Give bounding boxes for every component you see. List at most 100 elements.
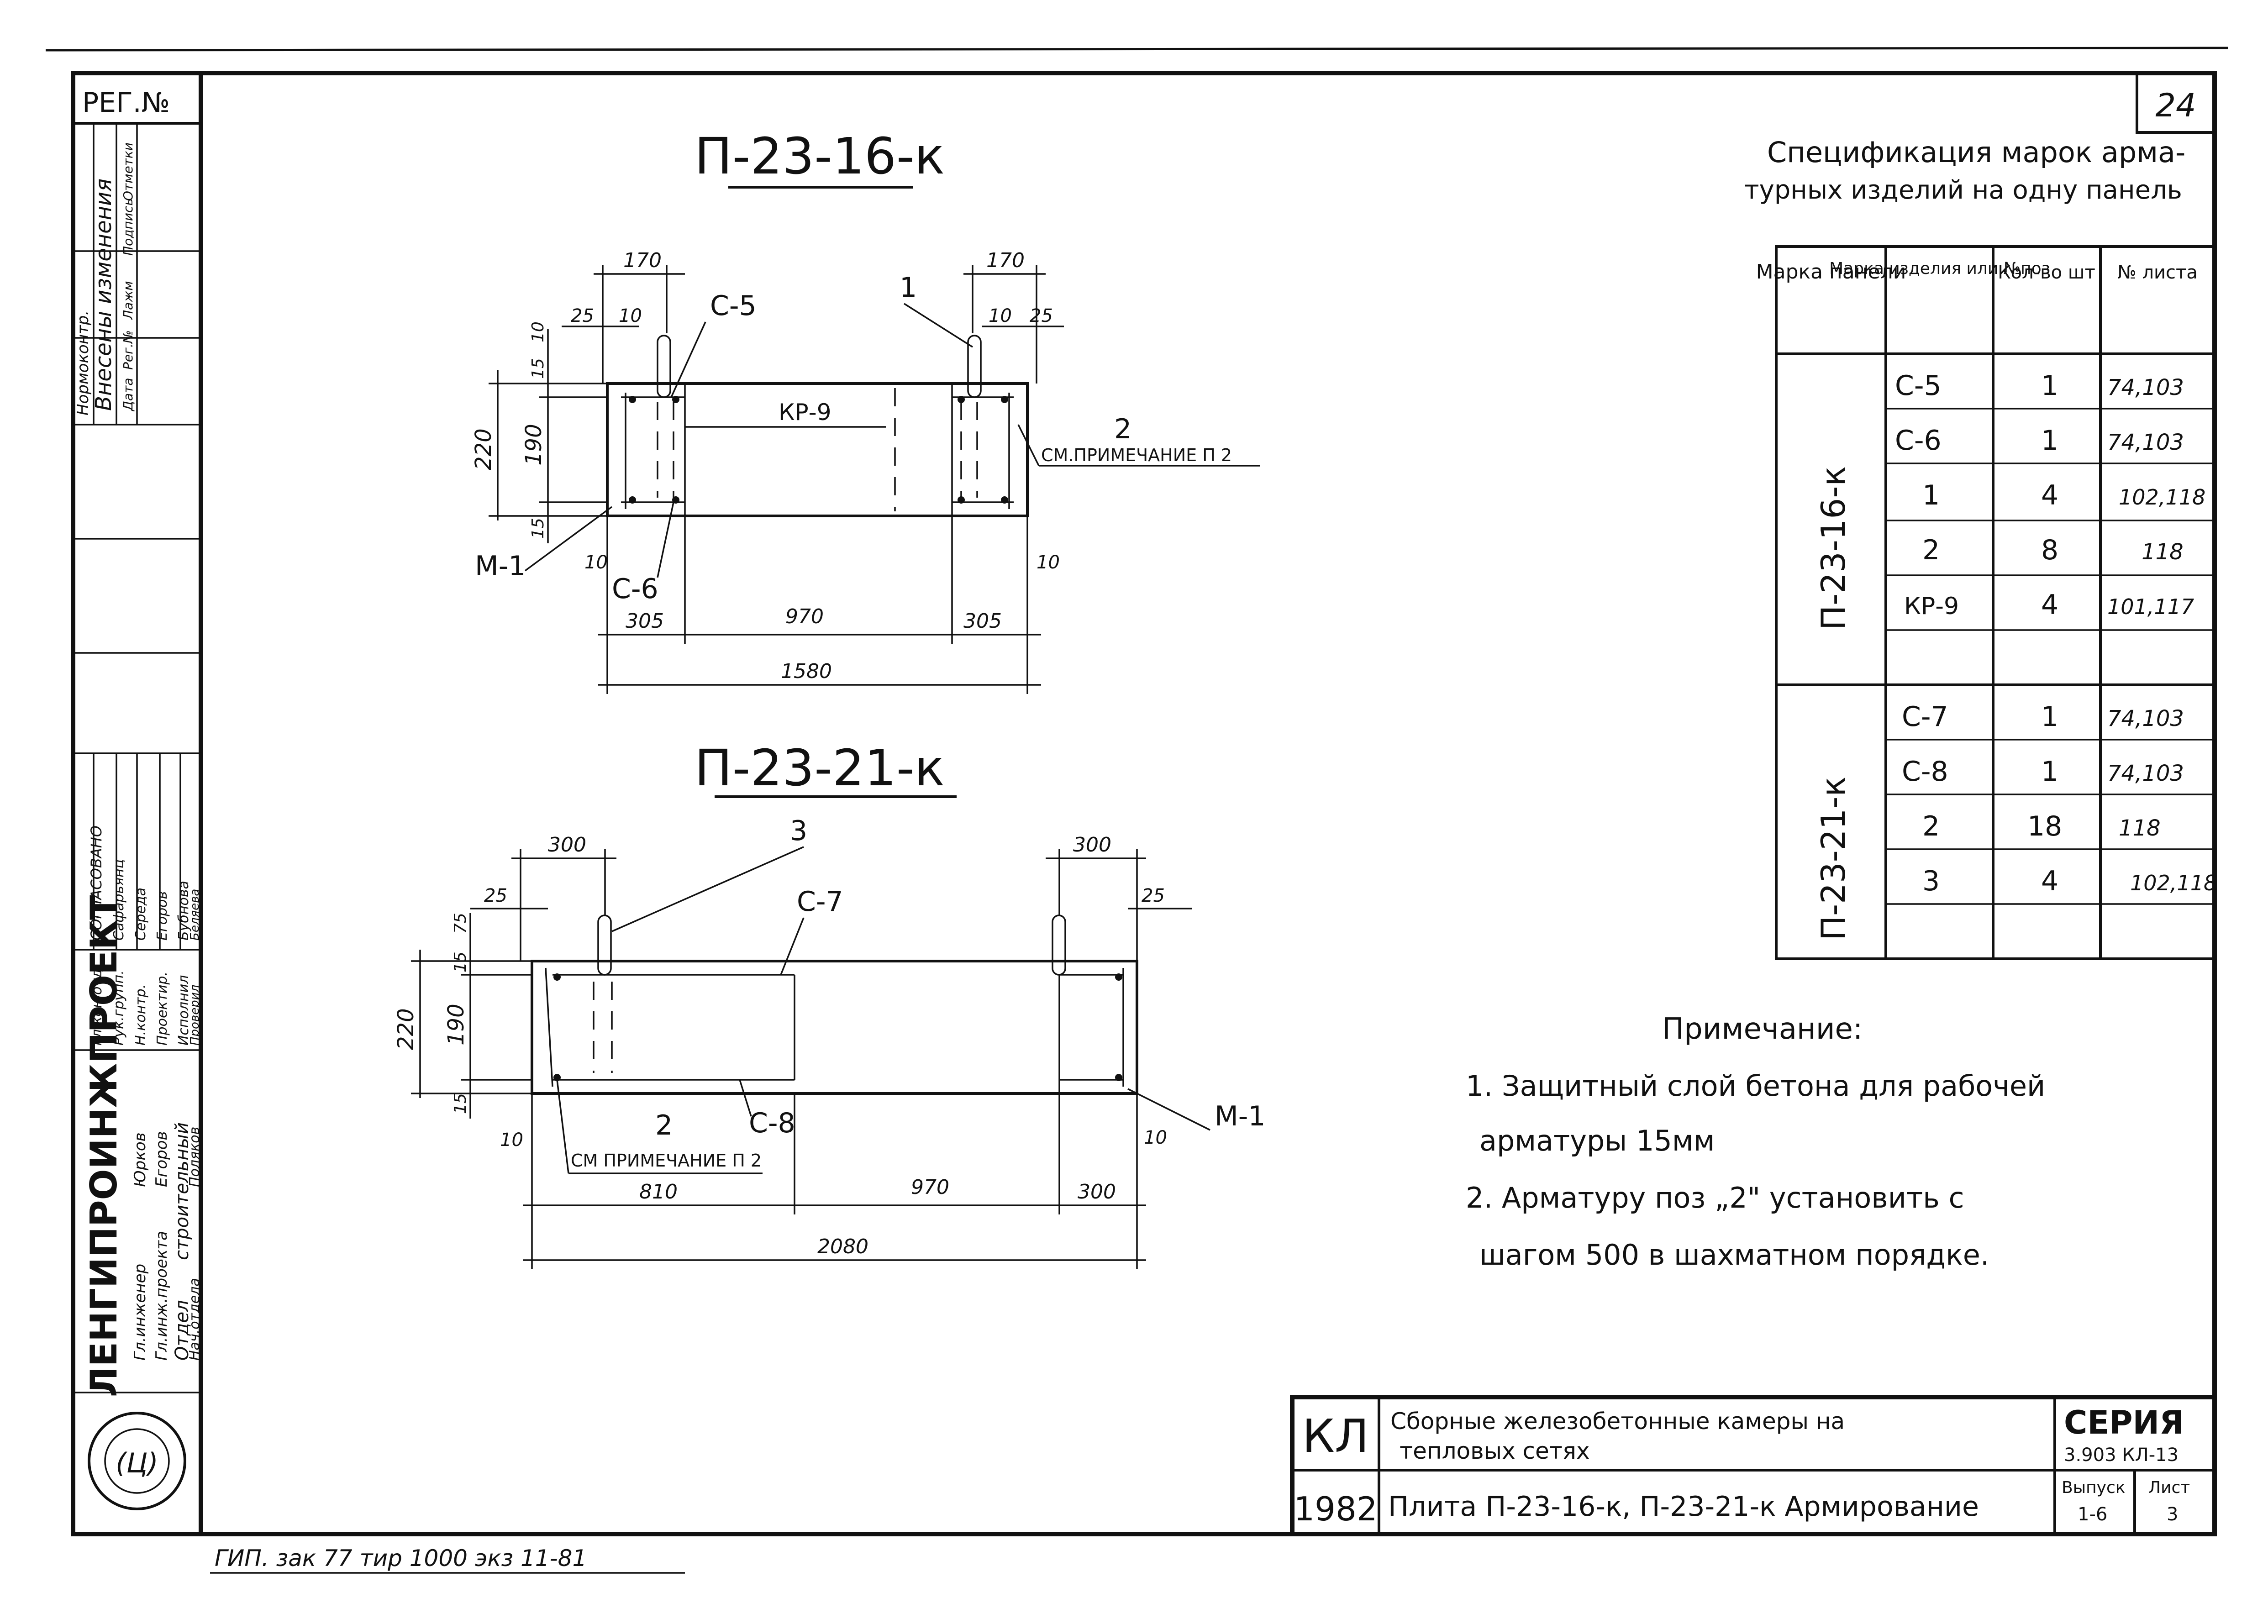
d1-c6-label: С-6 xyxy=(612,573,658,605)
drawing-2-title: П-23-21-к xyxy=(695,739,945,797)
spec-g1-r5-sheet: 101,117 xyxy=(2107,594,2194,619)
agreed-name-1: Сафарьянц xyxy=(111,859,127,941)
tb-list-value: 3 xyxy=(2167,1504,2178,1525)
d2-pos3-label: 3 xyxy=(790,815,807,847)
d1-dim-10r: 10 xyxy=(1037,552,1060,573)
d2-dim-15b: 15 xyxy=(451,1093,470,1114)
d1-dim-10t: 10 xyxy=(529,321,547,342)
staff-role-1: Гл.инженер xyxy=(131,1264,149,1361)
spec-g1-r4-qty: 8 xyxy=(2041,534,2058,566)
d2-dim-15t: 15 xyxy=(451,951,470,972)
reg-label: РЕГ.№ xyxy=(82,87,170,119)
spec-g1-r3-mark: 1 xyxy=(1922,479,1940,511)
tb-issue-label: Выпуск xyxy=(2062,1478,2126,1497)
d2-pos2-label: 2 xyxy=(655,1109,673,1141)
sheet-number-box: 24 xyxy=(2136,72,2216,134)
notes-line-1: 1. Защитный слой бетона для рабочей xyxy=(1466,1069,2045,1103)
d1-c5-label: С-5 xyxy=(710,290,757,322)
spec-g1-r2-mark: С-6 xyxy=(1895,425,1942,457)
staff-role-4: Нач.отдела xyxy=(187,1278,203,1361)
spec-header-item: Марка изделия или №поз xyxy=(1829,259,2050,278)
d2-m1-label: М-1 xyxy=(1215,1100,1266,1132)
spec-table: Спецификация марок арма- турных изделий … xyxy=(1744,136,2217,960)
changes-owner: Нормоконтр. xyxy=(74,310,92,415)
d1-dim-170a: 170 xyxy=(623,249,662,272)
d1-dim-10l: 10 xyxy=(584,552,608,573)
d2-c7-label: С-7 xyxy=(797,886,843,918)
spec-header-sheet: № листа xyxy=(2117,262,2198,283)
spec-g1-r1-sheet: 74,103 xyxy=(2107,375,2184,400)
d1-kr9-label: КР-9 xyxy=(779,399,831,426)
changes-title: Внесены изменения xyxy=(91,179,116,411)
org-seal xyxy=(88,1412,186,1510)
spec-g2-r3-mark: 2 xyxy=(1922,810,1940,842)
d2-dim-190: 190 xyxy=(443,1004,469,1046)
staff-name-3: строительный xyxy=(172,1122,193,1260)
spec-g2-r3-qty: 18 xyxy=(2027,810,2062,842)
d2-dim-10l: 10 xyxy=(500,1130,523,1151)
d2-dim-25b: 25 xyxy=(1142,885,1165,906)
d1-dim-25b: 25 xyxy=(1030,305,1053,326)
d2-c8-label: С-8 xyxy=(749,1107,795,1139)
staff-role-2: Гл.инж.проекта xyxy=(153,1231,171,1361)
spec-g1-r4-mark: 2 xyxy=(1922,534,1940,566)
spec-title-1: Спецификация марок арма- xyxy=(1767,136,2185,169)
spec-header-qty: Кол-во шт xyxy=(1998,262,2095,283)
spec-g2-r3-sheet: 118 xyxy=(2119,815,2161,841)
role-1: Гл.кон.отд. xyxy=(89,965,105,1046)
agreed-name-5: Беляева xyxy=(188,889,202,941)
d1-dim-220: 220 xyxy=(471,428,496,470)
sheet-number: 24 xyxy=(2155,87,2196,124)
staff-name-2: Егоров xyxy=(153,1131,171,1187)
spec-g2-r4-qty: 4 xyxy=(2041,865,2058,897)
d2-dim-10r: 10 xyxy=(1144,1127,1167,1148)
spec-title-2: турных изделий на одну панель xyxy=(1744,175,2182,205)
d1-dim-970: 970 xyxy=(785,605,824,628)
notes-line-4: шагом 500 в шахматном порядке. xyxy=(1479,1238,1989,1272)
changes-col-reg: Рег.№ xyxy=(121,330,136,370)
d2-dim-2080: 2080 xyxy=(817,1235,868,1258)
spec-g1-r4-sheet: 118 xyxy=(2142,539,2184,565)
agreed-label: СОГЛАСОВАНО xyxy=(88,825,105,941)
d1-dim-15t: 15 xyxy=(529,358,547,379)
tb-desc-1: Сборные железобетонные камеры на xyxy=(1390,1408,1845,1435)
spec-g2-r1-mark: С-7 xyxy=(1902,701,1948,733)
spec-g2-r4-mark: 3 xyxy=(1922,865,1940,897)
tb-issue-value: 1-6 xyxy=(2078,1504,2107,1525)
d2-dim-300c: 300 xyxy=(1078,1180,1116,1204)
drawing-1: П-23-16-к КР-9 С-5 С-6 xyxy=(471,127,1260,694)
spec-g2-r2-sheet: 74,103 xyxy=(2107,761,2184,786)
d1-pos1-label: 1 xyxy=(900,272,917,304)
bottom-note: ГИП. зак 77 тир 1000 экз 11-81 xyxy=(215,1545,587,1571)
left-stamp: РЕГ.№ Нормоконтр. Внесены изменения Дата… xyxy=(72,87,203,1510)
tb-series-label: СЕРИЯ xyxy=(2064,1404,2184,1441)
spec-g1-r2-sheet: 74,103 xyxy=(2107,430,2184,455)
spec-g1-r3-sheet: 102,118 xyxy=(2119,485,2205,510)
d2-dim-220: 220 xyxy=(393,1008,419,1050)
d1-dim-10b: 10 xyxy=(989,305,1012,326)
d1-note-ref: СМ.ПРИМЕЧАНИЕ П 2 xyxy=(1041,445,1232,465)
tb-year: 1982 xyxy=(1294,1490,1377,1528)
notes-title: Примечание: xyxy=(1662,1012,1863,1046)
spec-g2-r4-sheet: 102,118 xyxy=(2130,871,2217,895)
svg-text:(Ц): (Ц) xyxy=(116,1447,158,1479)
d2-dim-75: 75 xyxy=(451,913,470,934)
tb-sheet-title: Плита П-23-16-к, П-23-21-к Армирование xyxy=(1388,1491,1979,1523)
d2-dim-300b: 300 xyxy=(1073,833,1111,857)
staff-role-3: Отдел xyxy=(172,1300,193,1361)
staff-name-4: Поляков xyxy=(187,1127,203,1187)
spec-g1-r2-qty: 1 xyxy=(2041,425,2058,457)
agreed-name-4: Бубнова xyxy=(176,881,192,941)
drawing-2: П-23-21-к 3 С-7 С-8 2 СМ ПРИМЕЧАНИЕ П 2 … xyxy=(393,739,1266,1269)
spec-g1-r1-qty: 1 xyxy=(2041,370,2058,402)
tb-series-value: 3.903 КЛ-13 xyxy=(2064,1445,2179,1466)
spec-g1-r1-mark: С-5 xyxy=(1895,370,1942,402)
d1-dim-170b: 170 xyxy=(986,249,1025,272)
d1-dim-10a: 10 xyxy=(619,305,642,326)
drawing-1-title: П-23-16-к xyxy=(695,127,945,185)
d1-dim-190: 190 xyxy=(521,424,547,466)
tb-desc-2: тепловых сетях xyxy=(1400,1438,1590,1464)
d1-m1-label: М-1 xyxy=(475,550,526,582)
role-3: Н.контр. xyxy=(133,984,149,1046)
